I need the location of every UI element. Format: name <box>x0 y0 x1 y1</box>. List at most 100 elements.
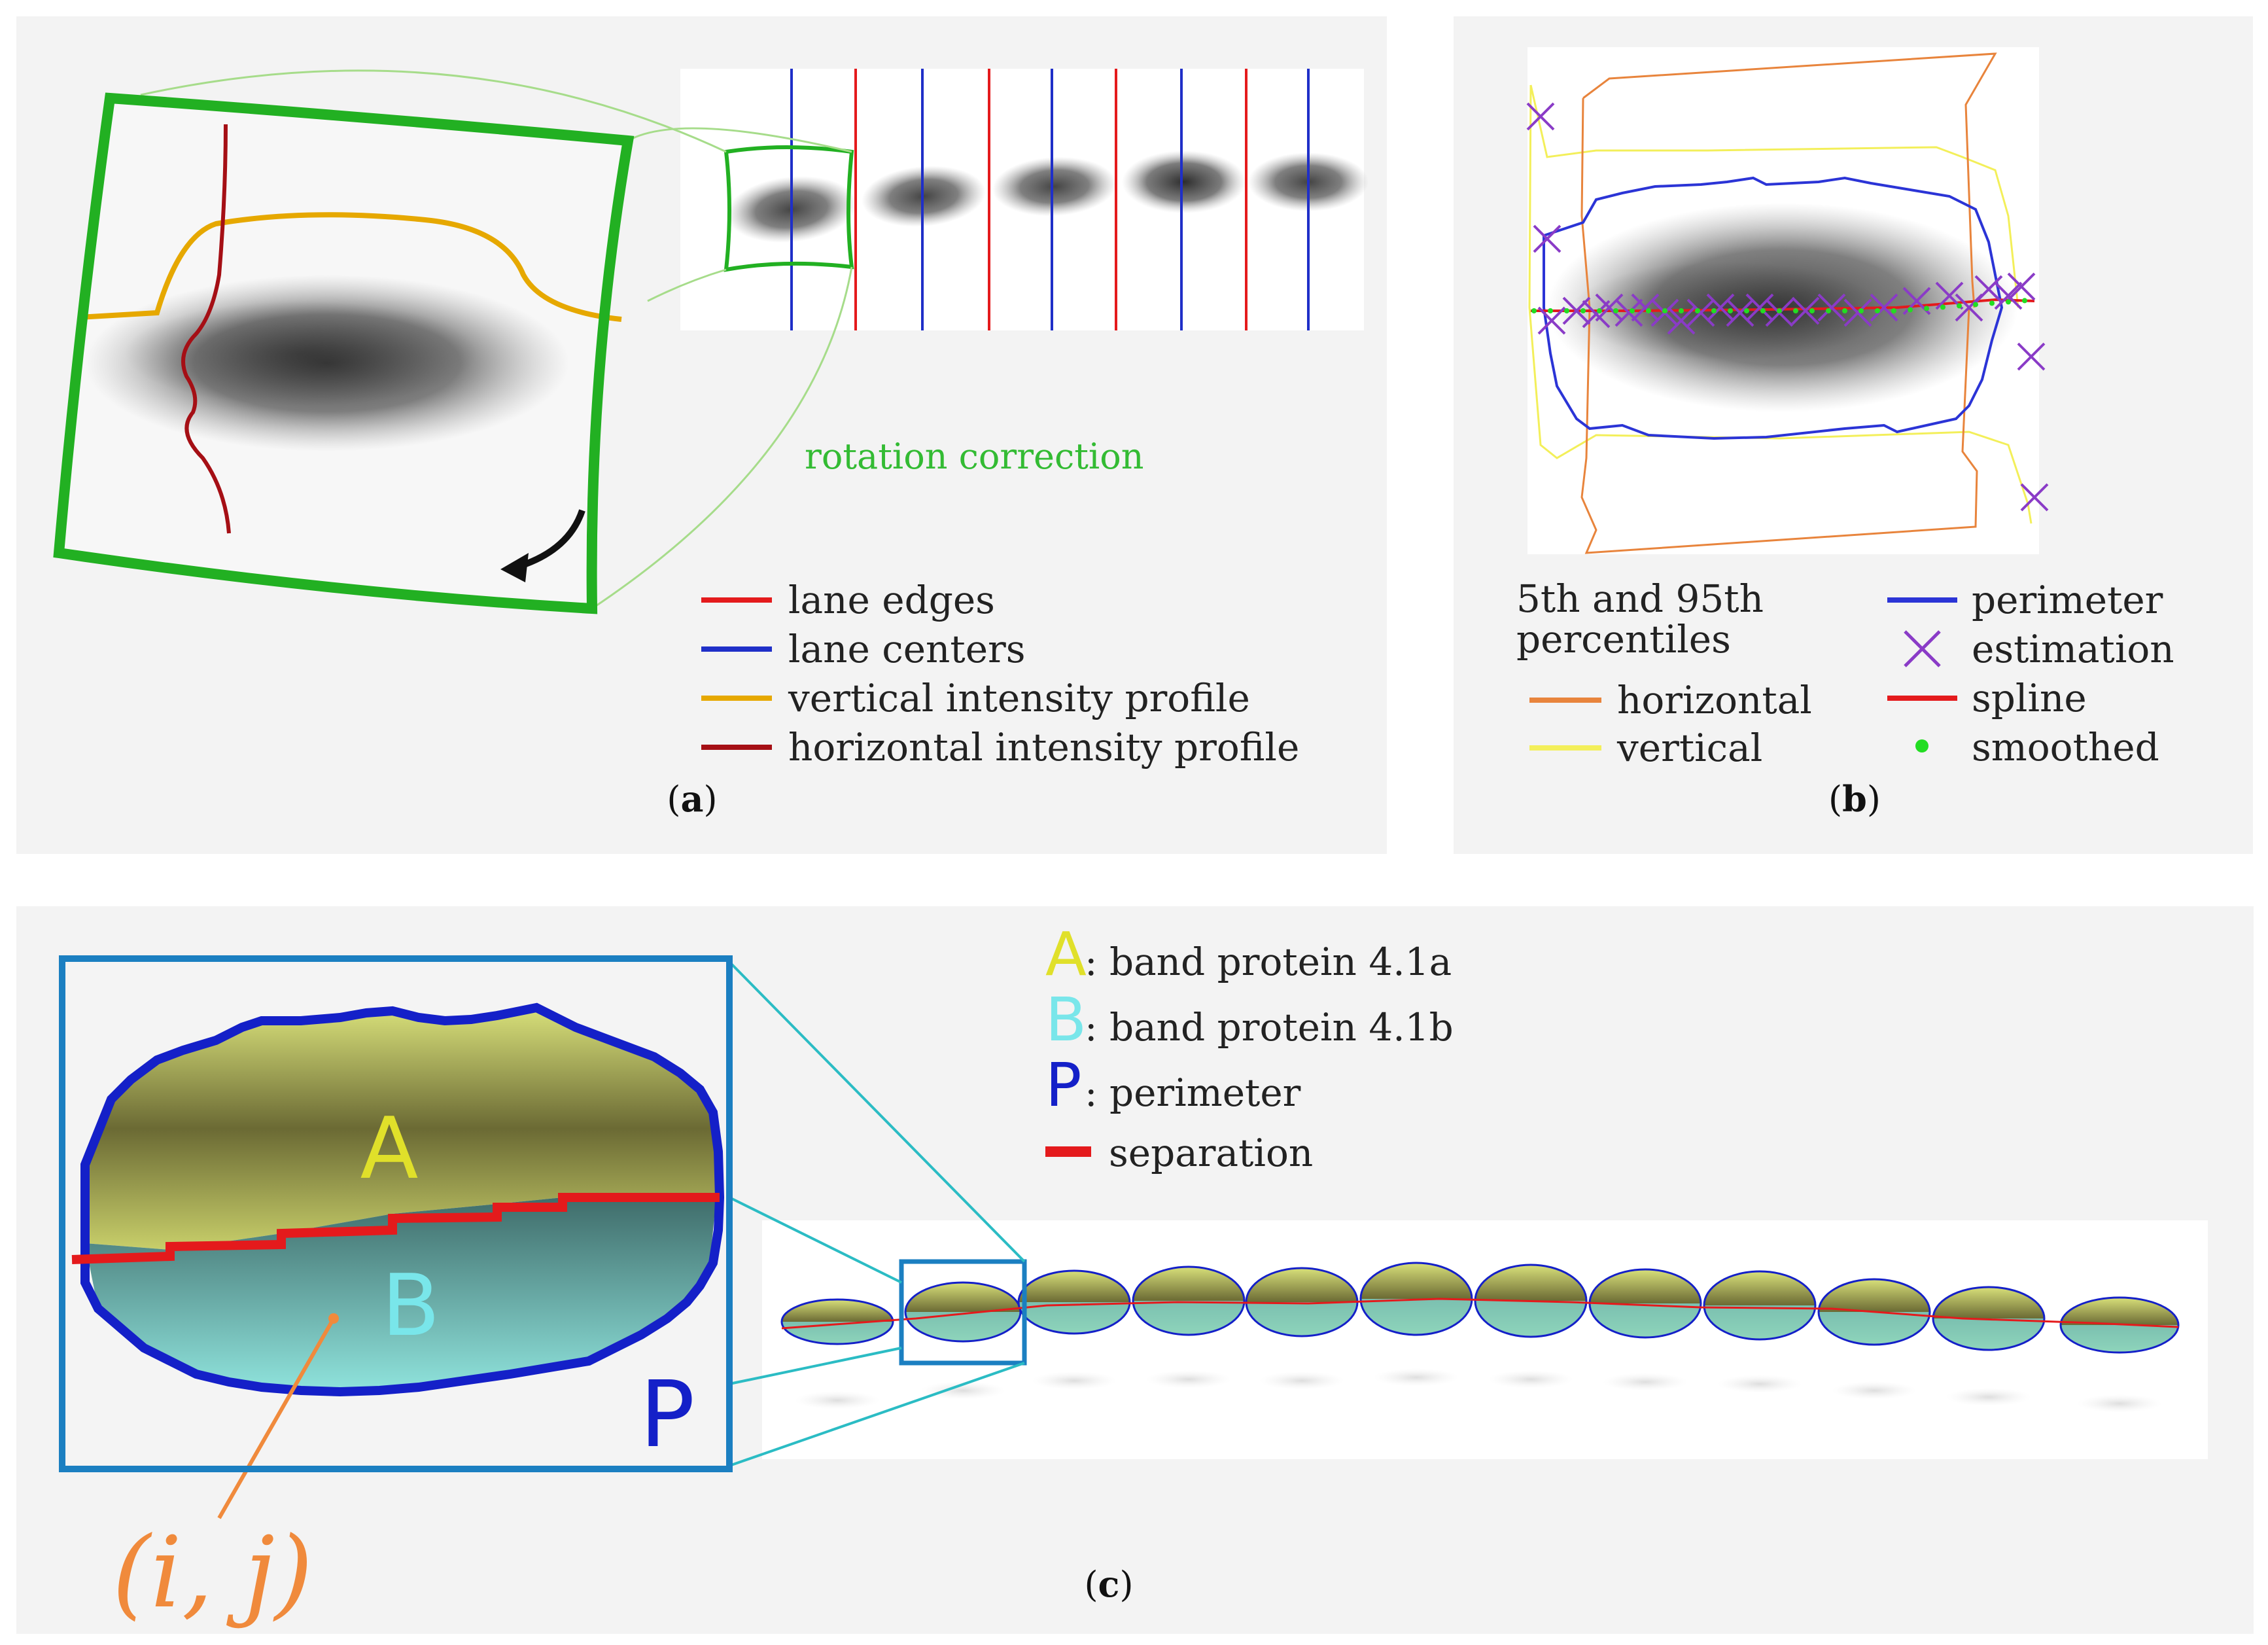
estimation-cross-icon <box>1582 300 1611 328</box>
pixel-coordinate-label: (i, j) <box>113 1516 313 1630</box>
smoothed-point <box>2006 299 2011 305</box>
zoomed-segmentation: A B P <box>59 955 733 1519</box>
smoothed-point <box>1891 308 1896 313</box>
separation-line <box>71 1193 720 1264</box>
estimation-cross-icon <box>1686 298 1715 327</box>
legend-label-estimation: estimation <box>1972 627 2174 671</box>
pixel-pointer-line <box>217 1317 336 1519</box>
segmented-band <box>1017 1269 1131 1390</box>
lane-band-4 <box>1122 150 1246 213</box>
smoothed-point <box>1580 308 1586 313</box>
region-label-b: B <box>381 1256 440 1355</box>
legend-label-spline: spline <box>1972 676 2087 720</box>
zoom-connector <box>647 268 727 302</box>
legend-label-horizontal: horizontal <box>1617 678 1812 722</box>
panel-b: 5th and 95th percentiles horizontal vert… <box>1454 16 2253 854</box>
segmented-band <box>1703 1270 1817 1393</box>
smoothed-point <box>1826 308 1831 313</box>
connector-line <box>729 1196 902 1284</box>
lane-centers <box>790 69 1310 330</box>
region-a-band-4-1a <box>85 1008 716 1250</box>
vertical-intensity-profile <box>78 212 622 322</box>
panel-b-caption: (b) <box>1828 778 1881 820</box>
smoothed-point <box>1924 306 1929 311</box>
legend-swatch-smoothed-dot-icon <box>1915 739 1928 752</box>
estimation-cross-icon <box>1526 102 1555 131</box>
segmented-band <box>1474 1264 1588 1389</box>
panel-a: rotation correction lane edges lane cent… <box>16 16 1387 854</box>
selected-lane-box <box>899 1259 1027 1366</box>
estimation-cross-icon <box>1667 306 1696 335</box>
perimeter-pixel-outline <box>80 1002 725 1397</box>
rotation-arrow-icon <box>519 509 585 569</box>
smoothed-point <box>1630 308 1635 313</box>
estimation-cross-icon <box>1614 298 1643 327</box>
smoothed-point <box>1957 303 1962 309</box>
zoom-connector <box>591 266 853 610</box>
estimation-cross-icon <box>1974 275 2003 304</box>
smoothed-point <box>1744 308 1749 313</box>
smoothed-point <box>1940 304 1945 310</box>
smoothed-point <box>1858 308 1864 313</box>
segmented-band <box>1588 1268 1702 1391</box>
rotation-correction-label: rotation correction <box>805 436 1143 477</box>
vertical-percentile-upper <box>1529 84 2019 308</box>
smoothed-point <box>1842 308 1847 313</box>
zoom-connector <box>627 127 852 153</box>
legend-label-horizontal-profile: horizontal intensity profile <box>788 725 1299 769</box>
estimation-cross-icon <box>1745 293 1774 322</box>
legend-label-perimeter: perimeter <box>1972 578 2163 622</box>
estimation-cross-icon <box>1870 293 1898 322</box>
estimation-cross-icon <box>1537 306 1566 335</box>
smoothed-point <box>1564 308 1569 313</box>
zoomed-band-core <box>124 301 478 406</box>
zoom-connectors <box>140 69 853 610</box>
legend-c: A : band protein 4.1a B : band protein 4… <box>1045 919 1454 1175</box>
rotation-arrowhead-icon <box>500 553 529 582</box>
segmented-band <box>780 1298 894 1409</box>
connector-line <box>729 1362 1025 1467</box>
region-label-a: A <box>360 1099 419 1198</box>
smoothed-point <box>1662 308 1667 313</box>
smoothed-point <box>1711 308 1717 313</box>
smoothed-point <box>1793 308 1798 313</box>
segmented-band <box>1132 1265 1246 1389</box>
region-label-p: P <box>640 1362 695 1468</box>
lane-strip <box>680 69 1369 330</box>
connector-line <box>728 961 1026 1263</box>
segmented-band <box>1245 1267 1359 1390</box>
horizontal-percentile-left <box>1580 97 1978 554</box>
connector-line <box>729 1347 902 1385</box>
horizontal-intensity-profile <box>181 124 231 534</box>
panel-c-connectors <box>728 961 1026 1467</box>
smoothed-point <box>1908 307 1913 313</box>
smoothed-point <box>1597 308 1602 313</box>
horizontal-percentile-lines <box>1580 52 1997 554</box>
legend-text-b: : band protein 4.1b <box>1085 1005 1454 1050</box>
legend-key-a: A <box>1045 919 1087 989</box>
zoomed-segmentation-frame <box>59 955 733 1472</box>
lane-edges <box>854 69 1247 330</box>
zoom-view <box>53 92 635 614</box>
smoothed-point <box>1875 308 1880 313</box>
estimation-cross-icon <box>1726 298 1754 327</box>
smoothed-point <box>1613 308 1618 313</box>
estimation-cross-icon <box>2007 272 2036 301</box>
legend-key-b: B <box>1045 985 1087 1055</box>
smoothed-points <box>1531 298 2027 313</box>
smoothed-point <box>1646 308 1651 313</box>
smoothed-point <box>1695 308 1700 313</box>
lane-band-3 <box>992 156 1117 217</box>
smoothed-point <box>1679 308 1684 313</box>
estimation-cross-icon <box>1631 293 1660 322</box>
legend-text-a: : band protein 4.1a <box>1085 940 1452 984</box>
legend-text-separation: separation <box>1109 1131 1313 1175</box>
estimation-cross-icon <box>2020 483 2049 512</box>
estimation-cross-icon <box>2017 342 2046 371</box>
legend-label-vertical-profile: vertical intensity profile <box>788 676 1250 720</box>
legend-b: 5th and 95th percentiles horizontal vert… <box>1516 576 2174 770</box>
percentile-title-line2: percentiles <box>1516 617 1731 662</box>
legend-swatch-separation <box>1045 1146 1091 1157</box>
smoothed-point <box>2022 298 2027 304</box>
